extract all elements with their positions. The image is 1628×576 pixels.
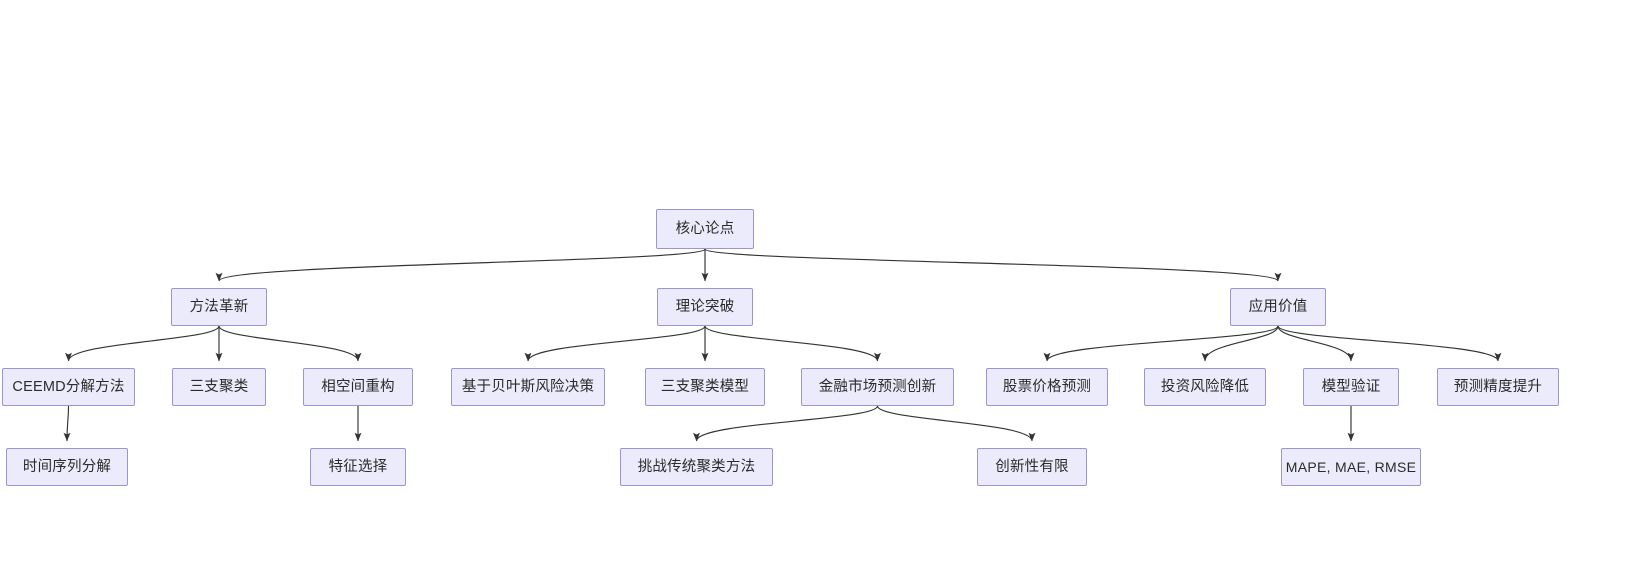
node-risk[interactable]: 投资风险降低 xyxy=(1144,368,1266,406)
node-label: 投资风险降低 xyxy=(1160,378,1250,395)
node-label: 模型验证 xyxy=(1321,378,1381,395)
node-label: 预测精度提升 xyxy=(1453,378,1543,395)
node-label: 方法革新 xyxy=(189,298,249,315)
node-label: 核心论点 xyxy=(675,220,735,237)
node-bayes[interactable]: 基于贝叶斯风险决策 xyxy=(451,368,605,406)
node-value[interactable]: 应用价值 xyxy=(1230,288,1326,326)
node-label: 股票价格预测 xyxy=(1002,378,1092,395)
node-feature[interactable]: 特征选择 xyxy=(310,448,406,486)
node-tsdecomp[interactable]: 时间序列分解 xyxy=(6,448,128,486)
node-tri[interactable]: 三支聚类 xyxy=(172,368,266,406)
node-theory[interactable]: 理论突破 xyxy=(657,288,753,326)
node-label: 三支聚类模型 xyxy=(660,378,750,395)
node-label: 基于贝叶斯风险决策 xyxy=(461,378,595,395)
node-label: 特征选择 xyxy=(328,458,388,475)
node-label: 挑战传统聚类方法 xyxy=(637,458,756,475)
node-trimodel[interactable]: 三支聚类模型 xyxy=(645,368,765,406)
node-method[interactable]: 方法革新 xyxy=(171,288,267,326)
node-label: CEEMD分解方法 xyxy=(12,378,125,395)
node-challenge[interactable]: 挑战传统聚类方法 xyxy=(620,448,773,486)
node-accuracy[interactable]: 预测精度提升 xyxy=(1437,368,1559,406)
node-label: 创新性有限 xyxy=(995,458,1069,475)
node-label: 金融市场预测创新 xyxy=(818,378,937,395)
node-label: 应用价值 xyxy=(1248,298,1308,315)
node-metrics[interactable]: MAPE, MAE, RMSE xyxy=(1281,448,1421,486)
node-label: 时间序列分解 xyxy=(22,458,112,475)
node-phase[interactable]: 相空间重构 xyxy=(303,368,413,406)
node-label: 理论突破 xyxy=(675,298,735,315)
node-label: 相空间重构 xyxy=(321,378,395,395)
node-stock[interactable]: 股票价格预测 xyxy=(986,368,1108,406)
node-ceemd[interactable]: CEEMD分解方法 xyxy=(2,368,135,406)
node-validate[interactable]: 模型验证 xyxy=(1303,368,1399,406)
node-limited[interactable]: 创新性有限 xyxy=(977,448,1087,486)
node-label: MAPE, MAE, RMSE xyxy=(1285,459,1417,475)
node-label: 三支聚类 xyxy=(189,378,249,395)
node-finance[interactable]: 金融市场预测创新 xyxy=(801,368,954,406)
node-root[interactable]: 核心论点 xyxy=(656,209,754,249)
